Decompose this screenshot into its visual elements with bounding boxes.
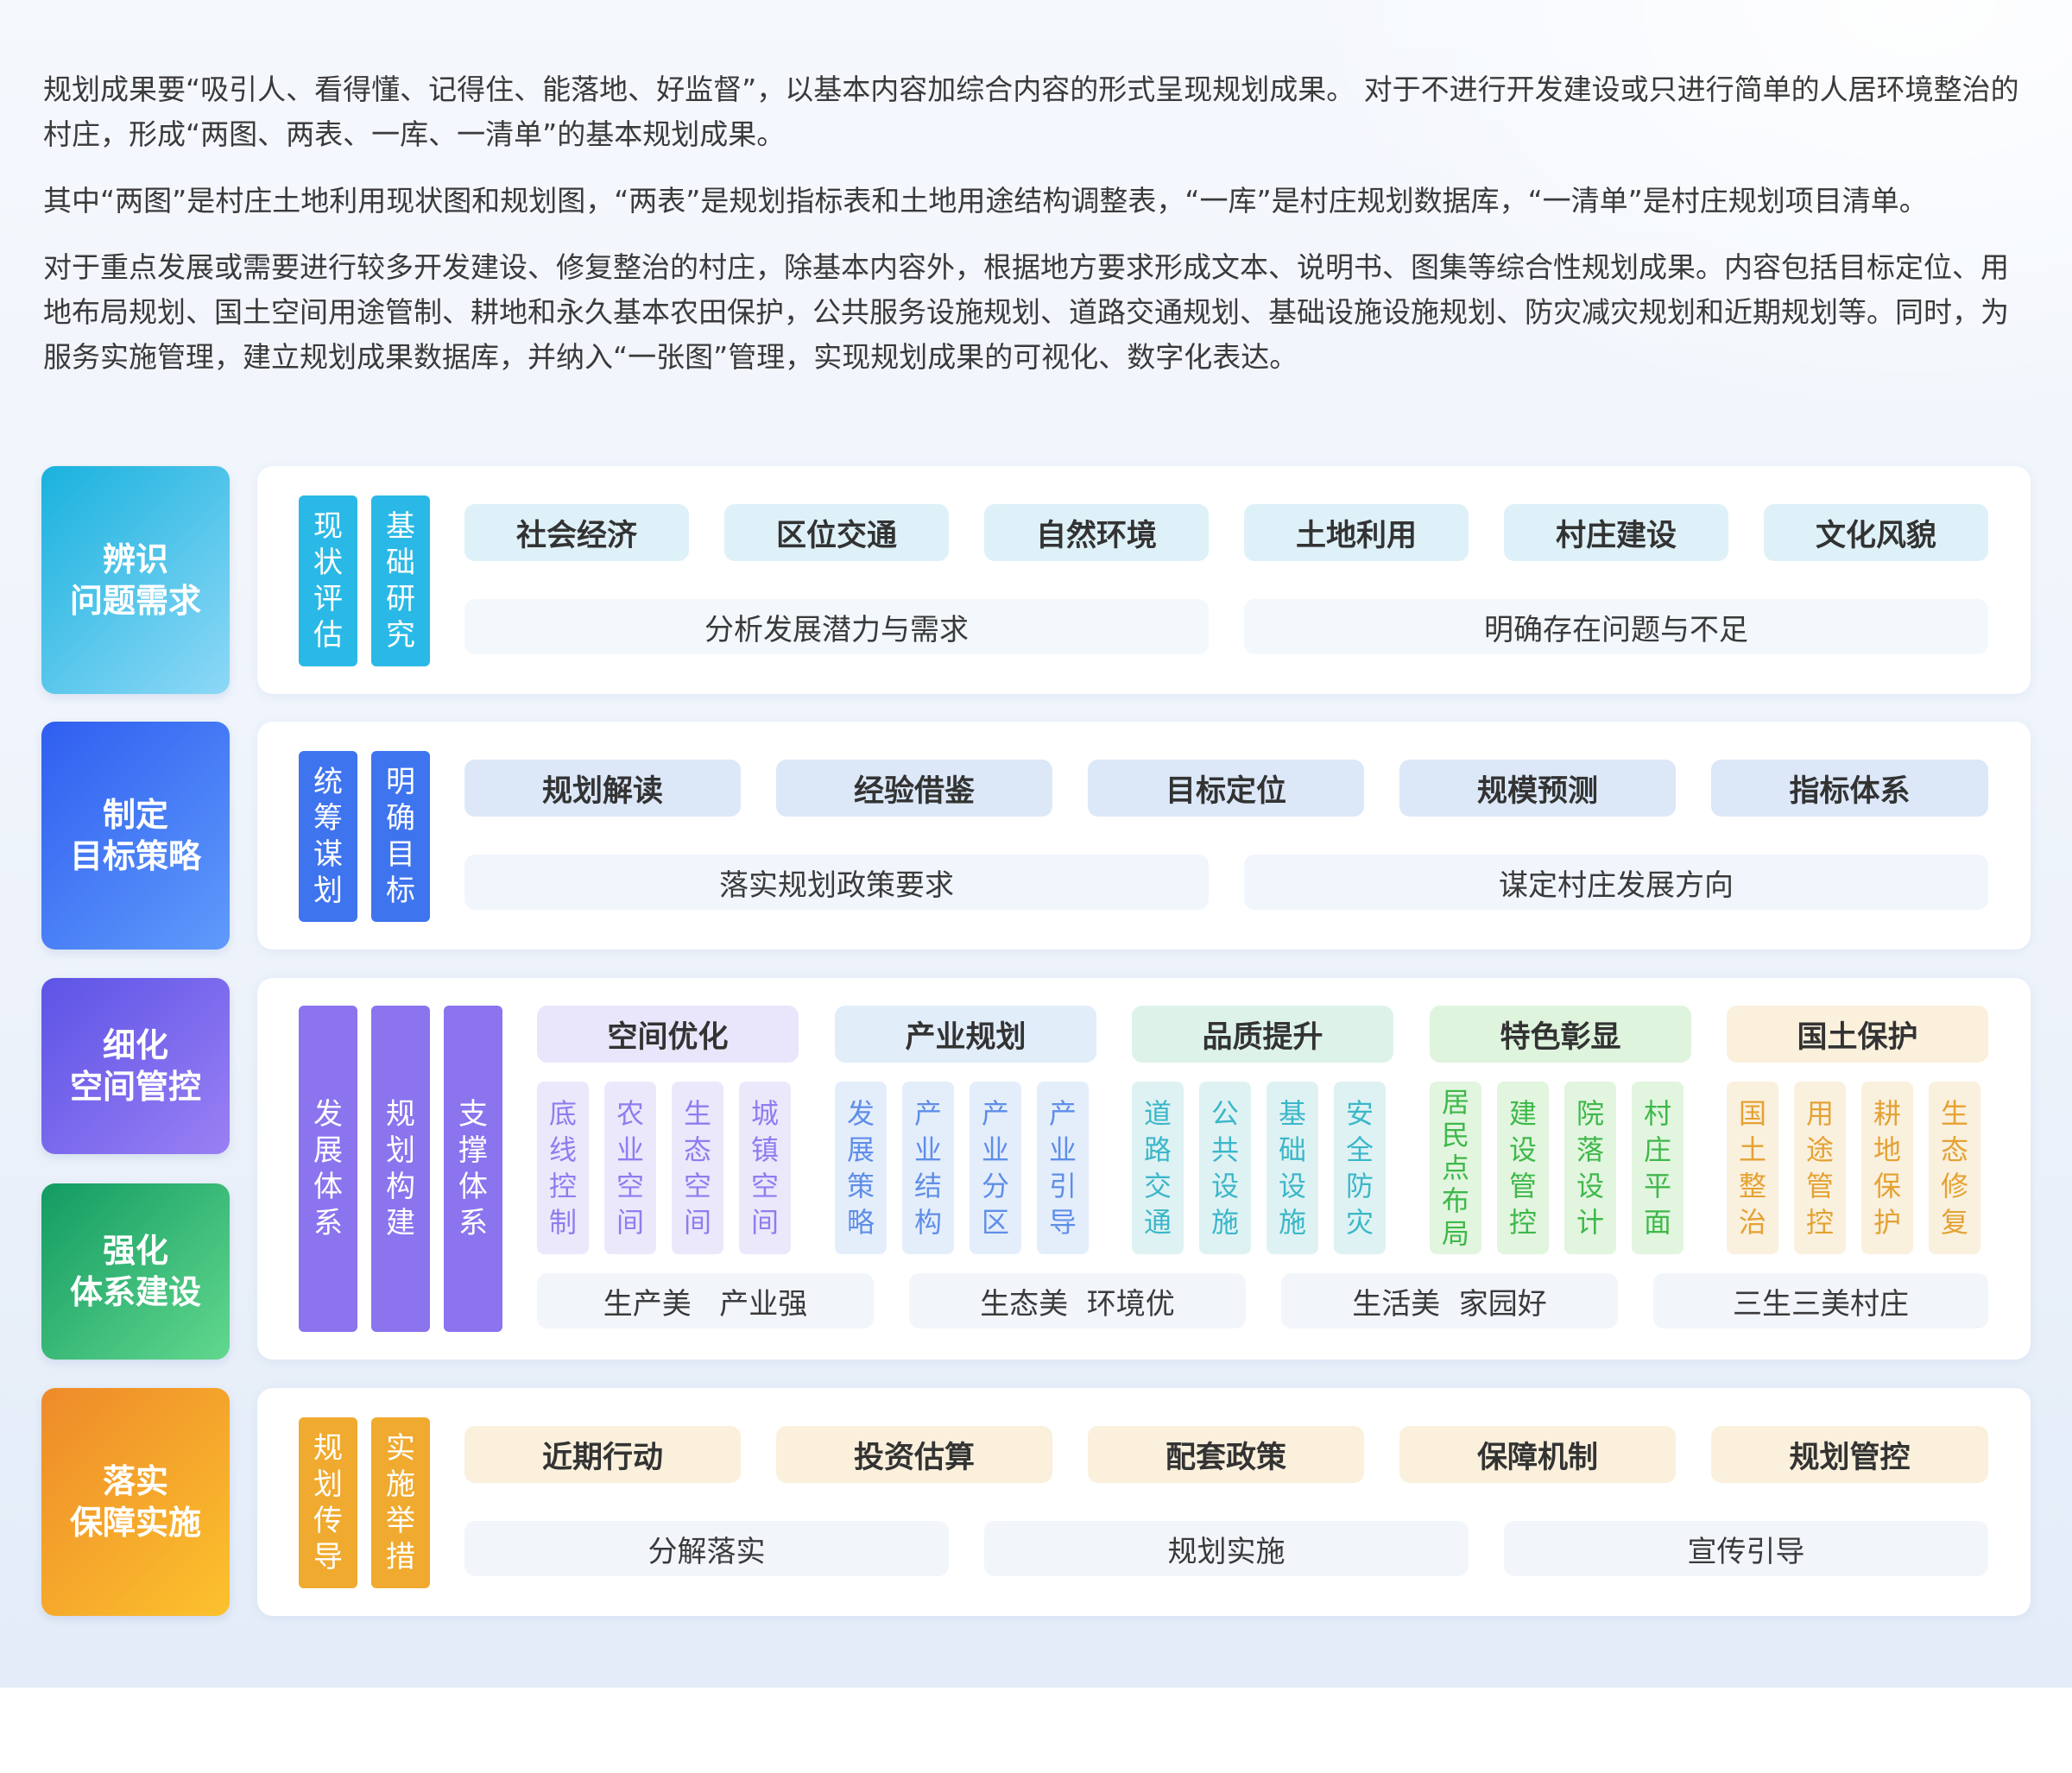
item-social-economy: 社会经济 <box>464 504 689 561</box>
stage-set-strategy: 制定 目标策略 <box>41 722 230 950</box>
stage-label-line1: 辨识 <box>102 540 168 578</box>
sub-item-industry-structure: 产业结构 <box>902 1082 954 1254</box>
sub-item-bottom-line-control: 底线控制 <box>537 1082 589 1254</box>
sub-item-development-strategy: 发展策略 <box>835 1082 887 1254</box>
sub-item-public-facilities: 公共设施 <box>1199 1082 1251 1254</box>
sub-identify-problems: 明确存在问题与不足 <box>1244 599 1988 654</box>
item-experience-reference: 经验借鉴 <box>776 760 1052 817</box>
stage-label-line1: 制定 <box>102 796 168 834</box>
sub-item-construction-control: 建设管控 <box>1497 1082 1549 1254</box>
vertical-label-basic-research: 基础研究 <box>371 495 430 666</box>
vertical-label-status-assessment: 现状评估 <box>299 495 357 666</box>
sub-item-land-remediation: 国土整治 <box>1727 1082 1778 1254</box>
panel-identify-needs: 现状评估 基础研究 社会经济 区位交通 自然环境 土地利用 村庄建设 文化风貌 … <box>257 466 2031 694</box>
panel-set-strategy: 统筹谋划 明确目标 规划解读 经验借鉴 目标定位 规模预测 指标体系 落实规划政… <box>257 722 2031 950</box>
vertical-label-support-system: 支撑体系 <box>444 1006 502 1332</box>
sub-item-farmland-protection: 耕地保护 <box>1861 1082 1913 1254</box>
panel-space-control-system: 发展体系 规划构建 支撑体系 空间优化 产业规划 品质提升 特色彰显 国土保护 … <box>257 978 2031 1360</box>
item-plan-interpretation: 规划解读 <box>464 760 741 817</box>
sub-item-infrastructure: 基础设施 <box>1267 1082 1318 1254</box>
sub-ecology-beauty: 生态美 环境优 <box>909 1273 1246 1328</box>
item-supporting-policy: 配套政策 <box>1088 1426 1364 1483</box>
sub-living-beauty: 生活美 家园好 <box>1281 1273 1618 1328</box>
sub-publicity-guidance: 宣传引导 <box>1504 1521 1988 1576</box>
sub-decompose-implement: 分解落实 <box>464 1521 949 1576</box>
sub-item-industry-guidance: 产业引导 <box>1037 1082 1089 1254</box>
stage-label-line1: 落实 <box>102 1462 168 1500</box>
vertical-label-define-goals: 明确目标 <box>371 751 430 922</box>
sub-implement-policy: 落实规划政策要求 <box>464 855 1209 910</box>
item-guarantee-mechanism: 保障机制 <box>1399 1426 1676 1483</box>
stage-label-line2: 目标策略 <box>69 837 201 875</box>
item-land-use: 土地利用 <box>1244 504 1469 561</box>
stage-refine-space-control: 细化 空间管控 <box>41 978 230 1154</box>
intro-paragraph-1: 规划成果要“吸引人、看得懂、记得住、能落地、好监督”，以基本内容加综合内容的形式… <box>43 73 2019 151</box>
item-village-construction: 村庄建设 <box>1504 504 1728 561</box>
intro-paragraph-3: 对于重点发展或需要进行较多开发建设、修复整治的村庄，除基本内容外，根据地方要求形… <box>43 250 2009 374</box>
vertical-label-planning-construction: 规划构建 <box>371 1006 430 1332</box>
group-industry-planning: 产业规划 <box>835 1006 1096 1063</box>
item-planning-control: 规划管控 <box>1711 1426 1988 1483</box>
vertical-label-plan-transmission: 规划传导 <box>299 1417 357 1588</box>
sub-item-safety-disaster: 安全防灾 <box>1334 1082 1386 1254</box>
stage-label-line2: 保障实施 <box>69 1504 201 1542</box>
item-natural-environment: 自然环境 <box>984 504 1209 561</box>
intro-text: 规划成果要“吸引人、看得懂、记得住、能落地、好监督”，以基本内容加综合内容的形式… <box>43 67 2029 401</box>
group-land-protection: 国土保护 <box>1727 1006 1988 1063</box>
group-feature-highlight: 特色彰显 <box>1430 1006 1691 1063</box>
item-goal-positioning: 目标定位 <box>1088 760 1364 817</box>
sub-item-village-plan: 村庄平面 <box>1632 1082 1684 1254</box>
sub-item-ecological-space: 生态空间 <box>672 1082 723 1254</box>
item-investment-estimate: 投资估算 <box>776 1426 1052 1483</box>
sub-item-urban-space: 城镇空间 <box>739 1082 791 1254</box>
sub-item-settlement-layout: 居民点布局 <box>1430 1082 1481 1254</box>
stage-label-line2: 体系建设 <box>69 1273 201 1311</box>
item-indicator-system: 指标体系 <box>1711 760 1988 817</box>
intro-paragraph-2: 其中“两图”是村庄土地利用现状图和规划图，“两表”是规划指标表和土地用途结构调整… <box>43 184 1928 218</box>
stage-identify-needs: 辨识 问题需求 <box>41 466 230 694</box>
item-location-traffic: 区位交通 <box>724 504 949 561</box>
sub-production-beauty: 生产美 产业强 <box>537 1273 874 1328</box>
vertical-label-development-system: 发展体系 <box>299 1006 357 1332</box>
vertical-label-overall-planning: 统筹谋划 <box>299 751 357 922</box>
sub-village-direction: 谋定村庄发展方向 <box>1244 855 1988 910</box>
sub-item-agricultural-space: 农业空间 <box>604 1082 656 1254</box>
item-near-term-action: 近期行动 <box>464 1426 741 1483</box>
sub-item-courtyard-design: 院落设计 <box>1564 1082 1616 1254</box>
stage-label-line1: 细化 <box>102 1026 168 1064</box>
sub-analyze-potential: 分析发展潜力与需求 <box>464 599 1209 654</box>
stage-label-line1: 强化 <box>102 1232 168 1270</box>
sub-item-road-traffic: 道路交通 <box>1132 1082 1184 1254</box>
stage-strengthen-system: 强化 体系建设 <box>41 1183 230 1360</box>
group-space-optimization: 空间优化 <box>537 1006 799 1063</box>
sub-three-life-village: 三生三美村庄 <box>1653 1273 1988 1328</box>
sub-item-ecological-restoration: 生态修复 <box>1929 1082 1980 1254</box>
sub-plan-implementation: 规划实施 <box>984 1521 1469 1576</box>
item-scale-forecast: 规模预测 <box>1399 760 1676 817</box>
sub-item-industry-zoning: 产业分区 <box>970 1082 1021 1254</box>
panel-implementation: 规划传导 实施举措 近期行动 投资估算 配套政策 保障机制 规划管控 分解落实 … <box>257 1388 2031 1616</box>
item-cultural-landscape: 文化风貌 <box>1764 504 1988 561</box>
group-quality-improvement: 品质提升 <box>1132 1006 1393 1063</box>
stage-label-line2: 问题需求 <box>69 582 201 620</box>
stage-implementation: 落实 保障实施 <box>41 1388 230 1616</box>
vertical-label-implementation-measures: 实施举措 <box>371 1417 430 1588</box>
stage-label-line2: 空间管控 <box>69 1068 201 1106</box>
sub-item-use-control: 用途管控 <box>1794 1082 1846 1254</box>
